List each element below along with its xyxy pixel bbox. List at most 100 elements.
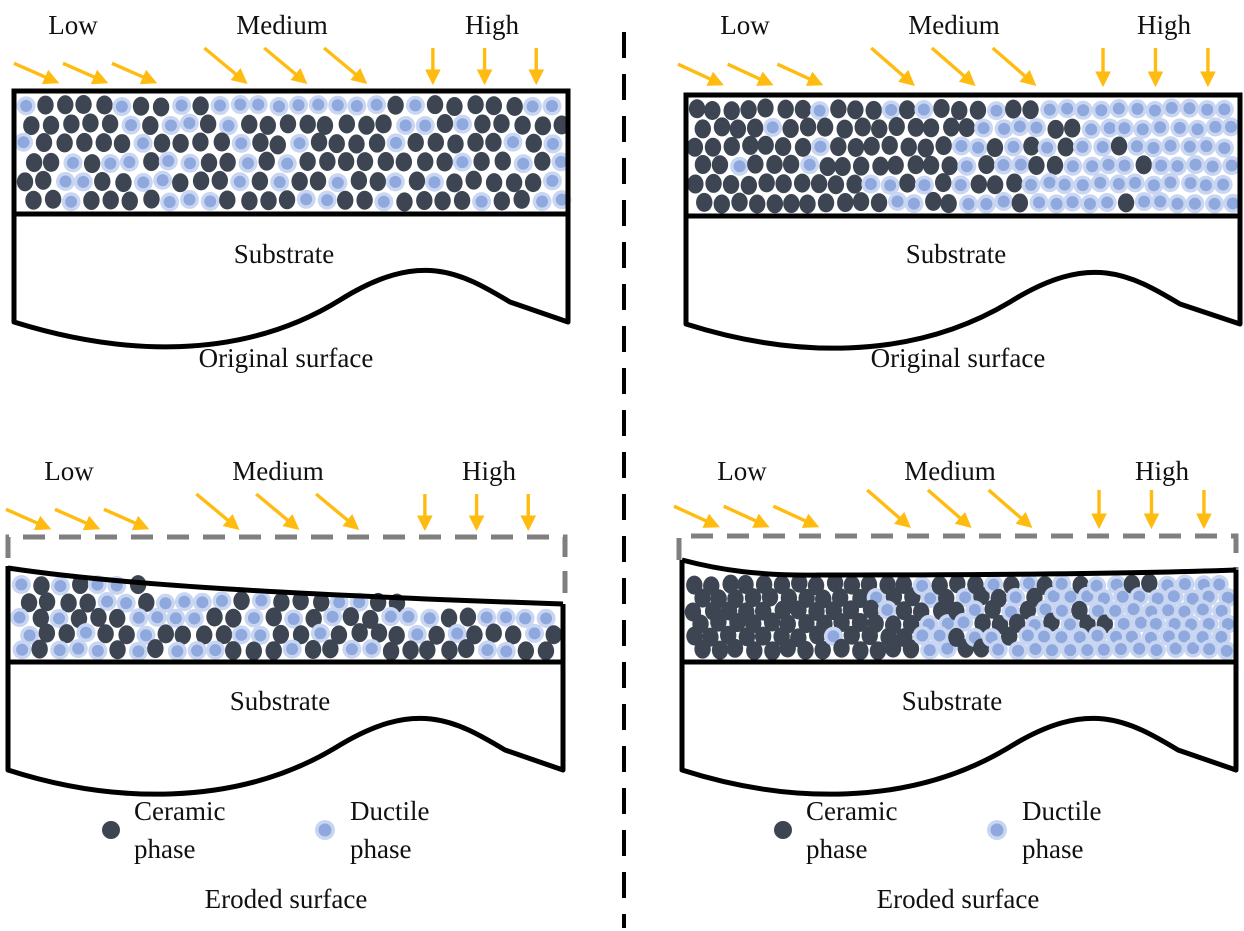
ceramic-particle-icon — [258, 151, 275, 171]
ceramic-particle-icon — [1110, 136, 1128, 156]
ductile-particle-core — [1102, 158, 1115, 171]
ductile-particle-core — [555, 193, 568, 206]
ductile-particle-core — [916, 579, 929, 592]
ceramic-particle-icon — [1006, 173, 1023, 193]
ceramic-particle-icon — [1023, 136, 1040, 156]
label-high: High — [1137, 10, 1192, 40]
ductile-particle-core — [175, 99, 188, 112]
ductile-particle-core — [941, 642, 954, 655]
ductile-particle-core — [1221, 617, 1234, 630]
ductile-particle-core — [1213, 578, 1226, 591]
ceramic-particle-icon — [687, 174, 704, 194]
ductile-particle-core — [273, 176, 286, 189]
ductile-particle-core — [123, 156, 136, 169]
ceramic-particle-icon — [899, 173, 916, 193]
ceramic-particle-icon — [101, 114, 119, 134]
ductile-particle-core — [1024, 178, 1037, 191]
ceramic-particle-icon — [292, 625, 310, 645]
ceramic-particle-icon — [118, 625, 135, 645]
ceramic-particle-icon — [42, 152, 60, 172]
ceramic-particle-icon — [704, 101, 721, 121]
ceramic-particle-icon — [887, 155, 904, 175]
substrate-block — [679, 662, 1239, 797]
ceramic-particle-icon — [888, 117, 905, 137]
impact-arrow-icon — [677, 62, 724, 86]
ceramic-particle-icon — [407, 132, 424, 152]
ceramic-particle-icon — [259, 115, 276, 135]
ductile-particle-core — [1012, 644, 1025, 657]
ceramic-particle-icon — [761, 587, 779, 607]
ceramic-particle-icon — [722, 574, 739, 594]
ceramic-particle-icon — [70, 609, 88, 629]
ductile-particle-core — [1171, 160, 1184, 173]
ceramic-particle-icon — [696, 192, 713, 212]
ceramic-particle-icon — [369, 172, 387, 192]
ductile-particle-core — [183, 193, 196, 206]
ductile-particle-core — [353, 596, 366, 609]
ceramic-particle-icon — [984, 599, 1001, 619]
substrate-label: Substrate — [902, 686, 1003, 716]
ceramic-particle-icon — [1022, 100, 1039, 120]
ceramic-particle-icon — [402, 640, 419, 660]
ductile-particle-core — [1136, 123, 1149, 136]
ductile-particle-core — [1021, 629, 1034, 642]
impact-arrows — [5, 492, 537, 532]
ductile-particle-core — [957, 616, 970, 629]
ceramic-particle-icon — [816, 117, 834, 137]
ceramic-particle-icon — [922, 155, 940, 175]
ductile-particle-core — [252, 98, 265, 111]
impact-arrow-icon — [673, 504, 720, 528]
ceramic-particle-icon — [63, 114, 80, 134]
ductile-particle-core — [120, 597, 133, 610]
ceramic-particle-icon — [1028, 155, 1045, 175]
ceramic-particle-icon — [241, 114, 258, 134]
ceramic-particle-icon — [33, 576, 50, 596]
impact-arrow-icon — [111, 61, 158, 85]
ceramic-particle-icon — [356, 190, 373, 210]
ductile-particle-core — [1030, 121, 1043, 134]
ceramic-particle-icon — [846, 174, 863, 194]
impact-arrow-icon — [322, 46, 368, 85]
ductile-particle-core — [222, 119, 235, 132]
ductile-particle-core — [423, 612, 436, 625]
ductile-particle-core — [1189, 158, 1202, 171]
ceramic-particle-icon — [711, 155, 729, 175]
ceramic-particle-icon — [974, 613, 991, 633]
ductile-particle-core — [554, 155, 567, 168]
ceramic-particle-icon — [843, 625, 860, 645]
ductile-particle-core — [389, 136, 402, 149]
ductile-particle-core — [1046, 644, 1059, 657]
ceramic-particle-icon — [473, 151, 490, 171]
ceramic-particle-icon — [726, 638, 744, 658]
ductile-particle-core — [159, 597, 172, 610]
ceramic-particle-icon — [446, 97, 463, 117]
ceramic-particle-icon — [895, 601, 913, 621]
ceramic-particle-icon — [427, 132, 445, 152]
ceramic-particle-icon — [38, 623, 56, 643]
ductile-particle-core — [139, 629, 152, 642]
ductile-particle-core — [1217, 178, 1230, 191]
ductile-particle-core — [411, 628, 424, 641]
ceramic-particle-icon — [713, 194, 731, 214]
ductile-particle-core — [881, 603, 894, 616]
ceramic-particle-icon — [513, 189, 530, 209]
ductile-particle-core — [384, 610, 397, 623]
ductile-particle-core — [409, 99, 422, 112]
ductile-particle-core — [540, 612, 553, 625]
ceramic-particle-icon — [459, 607, 477, 627]
ductile-particle-core — [987, 578, 1000, 591]
ceramic-particle-icon — [138, 593, 155, 613]
ductile-particle-core — [1183, 140, 1196, 153]
ductile-particle-core — [1064, 618, 1077, 631]
panel-caption: Eroded surface — [205, 884, 368, 914]
ductile-particle-core — [1033, 196, 1046, 209]
ceramic-particle-icon — [319, 152, 336, 172]
impact-arrow-icon — [930, 46, 976, 87]
label-medium: Medium — [232, 456, 324, 486]
ductile-particle-core — [962, 198, 975, 211]
ceramic-particle-icon — [941, 156, 958, 176]
ductile-particle-core — [1077, 104, 1090, 117]
ductile-particle-core — [1064, 644, 1077, 657]
ductile-particle-core — [1149, 617, 1162, 630]
